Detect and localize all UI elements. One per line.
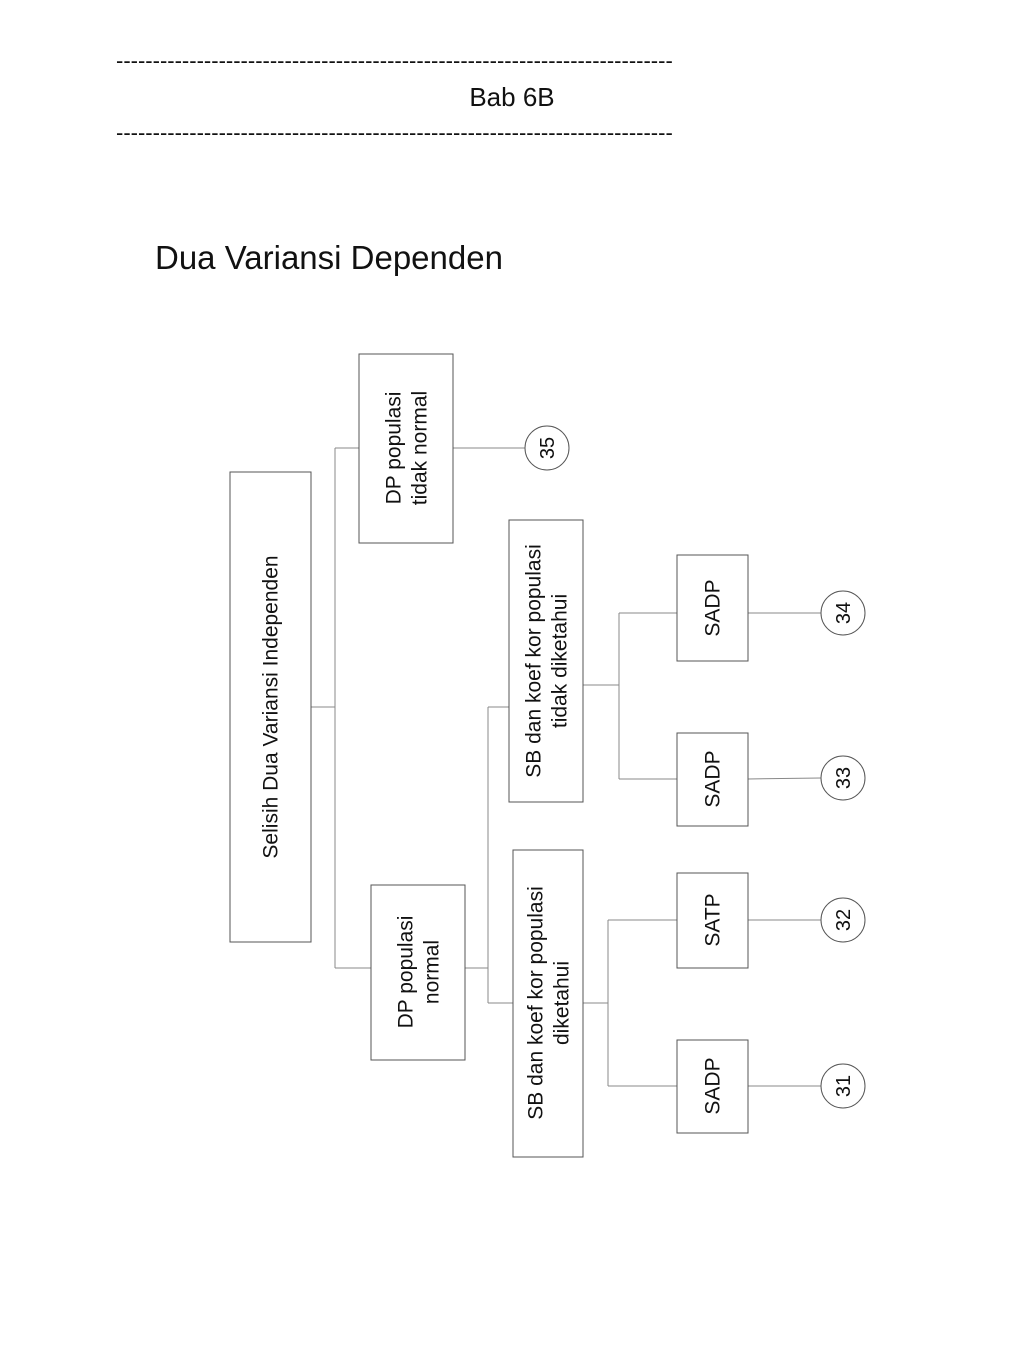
- leaf-33-label: SADP: [701, 750, 724, 807]
- header-rule-bottom: ----------------------------------------…: [116, 122, 673, 144]
- node-dp-tidak-normal-box: [358, 353, 454, 544]
- leaf-31-label: SADP: [701, 1057, 724, 1114]
- chapter-label: Bab 6B: [469, 82, 555, 112]
- page-title: Dua Variansi Dependen: [155, 239, 503, 276]
- leaf-34-box: [676, 554, 749, 662]
- leaf-32-box: [676, 872, 749, 969]
- connector-lines: [311, 447, 822, 1087]
- leaf-34-label: SADP: [701, 579, 724, 636]
- leaf-33-box: [676, 732, 749, 827]
- outcome-34-number: 34: [833, 602, 855, 624]
- outcome-35-circle: [524, 425, 570, 471]
- node-root-label: Selisih Dua Variansi Independen: [259, 555, 282, 858]
- outcome-31-number: 31: [833, 1075, 855, 1097]
- outcome-32-number: 32: [833, 909, 855, 931]
- outcome-31-circle: [820, 1063, 866, 1109]
- header-rule-top: ----------------------------------------…: [116, 50, 673, 72]
- outcome-32-circle: [820, 897, 866, 943]
- node-sb-tidak-diketahui-box: [508, 519, 584, 803]
- outcome-33-number: 33: [833, 767, 855, 789]
- leaf-32-label: SATP: [701, 893, 724, 946]
- leaf-31-box: [676, 1039, 749, 1134]
- node-root-box: [229, 471, 312, 943]
- outcome-35-number: 35: [537, 437, 559, 459]
- node-dp-normal-box: [370, 884, 466, 1061]
- outcome-33-circle: [820, 755, 866, 801]
- outcome-34-circle: [820, 590, 866, 636]
- node-sb-diketahui-box: [512, 849, 584, 1158]
